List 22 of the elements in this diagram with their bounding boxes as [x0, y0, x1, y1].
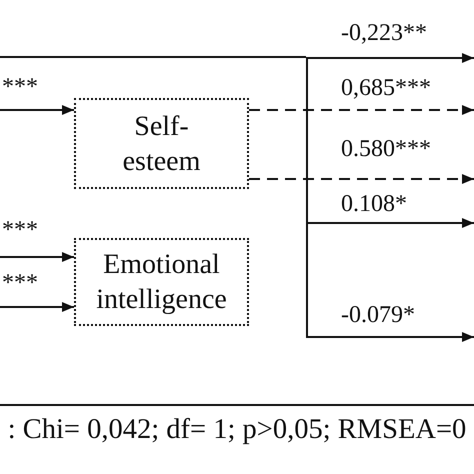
- edge-label: 0,685***: [341, 75, 431, 101]
- arrow: [0, 105, 74, 115]
- edge-label: -0.079*: [341, 302, 415, 328]
- edge-label: ***: [2, 74, 38, 100]
- edge-label: 0.108*: [341, 191, 407, 217]
- connector-line: [0, 56, 306, 58]
- arrow: [0, 302, 74, 312]
- arrow: [249, 105, 474, 115]
- arrow: [249, 174, 474, 184]
- arrow: [308, 218, 474, 228]
- edge-label: ***: [2, 217, 38, 243]
- arrow: [0, 252, 74, 262]
- edge-label: -0,223**: [341, 20, 427, 46]
- arrow: [308, 332, 474, 342]
- caption: : Chi= 0,042; df= 1; p>0,05; RMSEA=0: [6, 413, 468, 447]
- variable-box: [74, 98, 249, 189]
- edge-label: ***: [2, 270, 38, 296]
- node-label: Emotional intelligence: [95, 248, 228, 317]
- arrow: [308, 53, 474, 63]
- edge-label: 0.580***: [341, 136, 431, 162]
- variable-box: [74, 238, 249, 326]
- node-label: Self-esteem: [122, 110, 202, 178]
